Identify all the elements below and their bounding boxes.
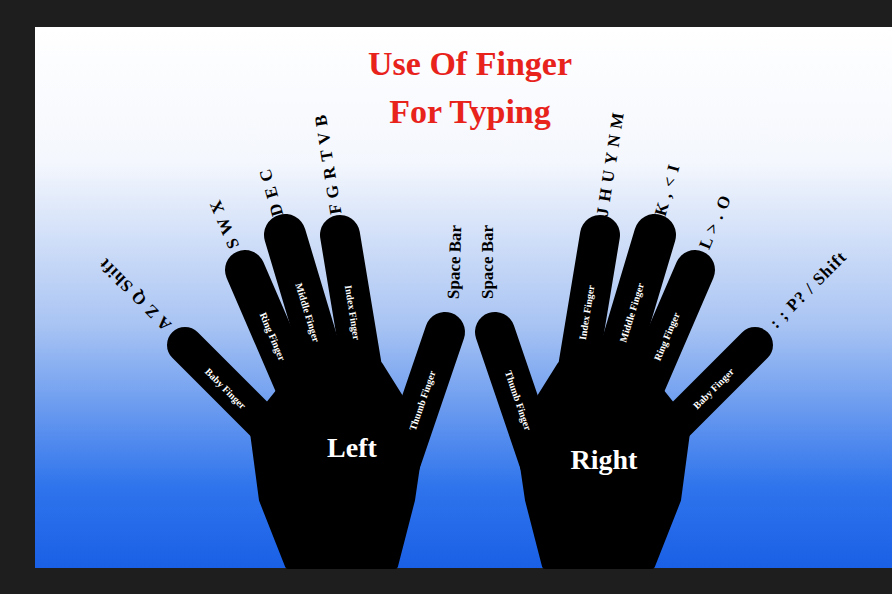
title: Use Of Finger For Typing <box>350 40 590 136</box>
key-list: Space Bar <box>444 225 467 300</box>
left-hand <box>185 235 445 566</box>
hand-name: Right <box>571 444 638 476</box>
key-list: Space Bar <box>478 225 498 299</box>
hand-name: Left <box>327 432 377 464</box>
right-hand <box>495 235 755 566</box>
